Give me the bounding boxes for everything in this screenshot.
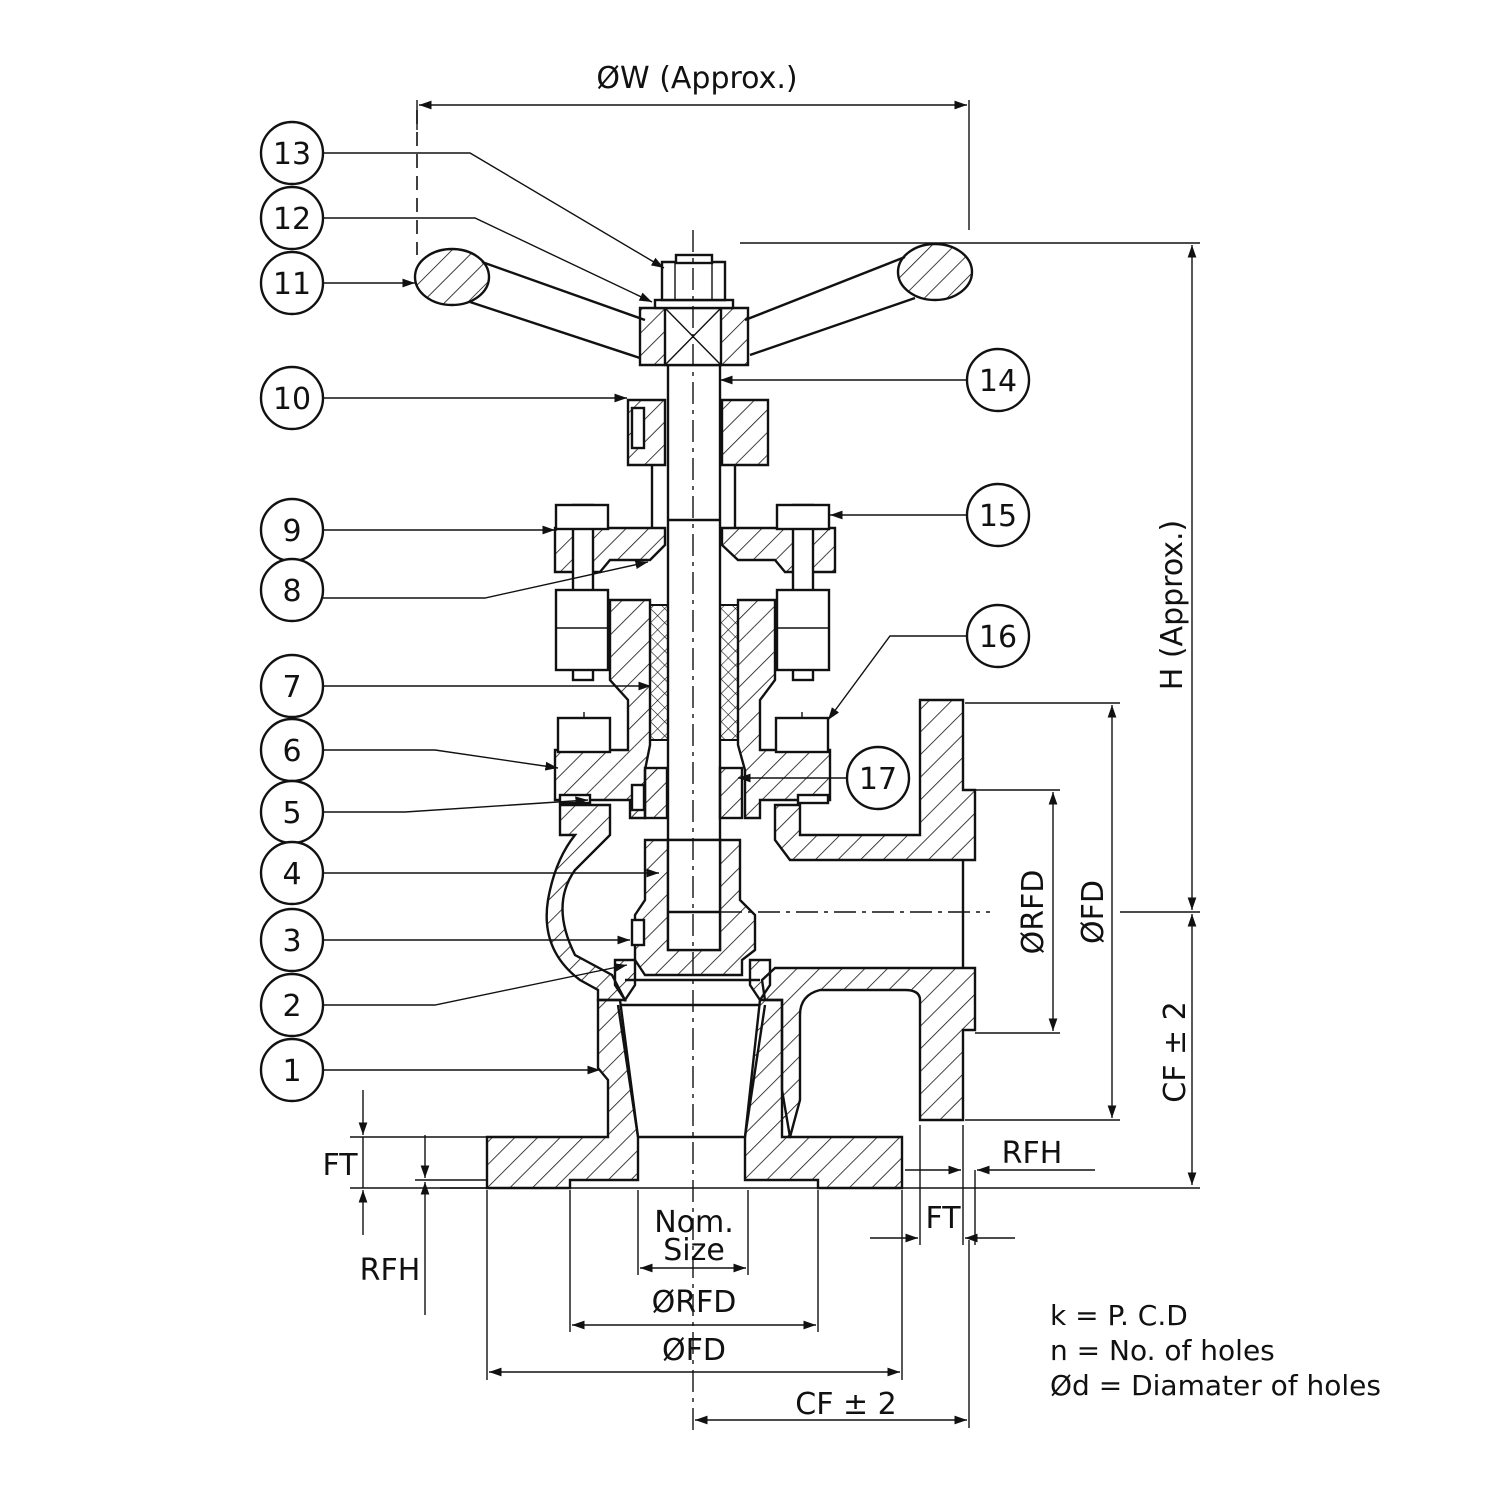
- stem: [613, 358, 772, 1003]
- legend: k = P. C.D n = No. of holes Ød = Diamate…: [1050, 1299, 1381, 1402]
- part-number-2: 2: [282, 989, 301, 1024]
- part-number-8: 8: [282, 574, 301, 609]
- callout-circle-11: [259, 250, 325, 316]
- dim-height: H (Approx.): [1155, 520, 1190, 691]
- part-number-5: 5: [282, 796, 301, 831]
- part-number-12: 12: [273, 202, 311, 237]
- dim-ft-left: FT: [322, 1148, 358, 1183]
- part-number-6: 6: [282, 734, 301, 769]
- dim-rfd-side: ØRFD: [1016, 870, 1051, 955]
- part-number-9: 9: [282, 514, 301, 549]
- dim-cf-bottom: CF ± 2: [795, 1387, 897, 1422]
- legend-line-3: Ød = Diamater of holes: [1050, 1369, 1381, 1402]
- dim-nom-size-1: Nom.: [654, 1205, 734, 1240]
- valve-body: [485, 698, 977, 1190]
- dimension-labels: ØW (Approx.) H (Approx.) ØRFD ØFD CF ± 2…: [322, 61, 1193, 1422]
- callout-circle-10: [259, 365, 325, 431]
- callout-circle-14: [965, 347, 1031, 413]
- part-number-15: 15: [979, 499, 1017, 534]
- part-number-14: 14: [979, 364, 1017, 399]
- dim-cf-side: CF ± 2: [1158, 1001, 1193, 1103]
- part-number-7: 7: [282, 670, 301, 705]
- part-number-13: 13: [273, 137, 311, 172]
- dim-nom-size-2: Size: [663, 1233, 725, 1268]
- dim-rfh-left: RFH: [360, 1253, 421, 1288]
- callout-circle-7: [259, 653, 325, 719]
- callout-circle-16: [965, 603, 1031, 669]
- handwheel: [413, 242, 974, 367]
- callout-circle-3: [259, 907, 325, 973]
- callout-circle-4: [259, 840, 325, 906]
- dim-fd-bottom: ØFD: [662, 1333, 726, 1368]
- part-number-11: 11: [273, 267, 311, 302]
- part-number-1: 1: [282, 1054, 301, 1089]
- center-lines: [416, 110, 990, 1430]
- dim-rfd-bottom: ØRFD: [652, 1285, 737, 1320]
- legend-line-2: n = No. of holes: [1050, 1334, 1275, 1367]
- callout-circle-8: [259, 557, 325, 623]
- legend-line-1: k = P. C.D: [1050, 1299, 1188, 1332]
- part-callouts: 13 12 11 10 9 8 7 6 5 4 3 2 1 14 15 16 1…: [259, 120, 1031, 1103]
- callout-circle-1: [259, 1037, 325, 1103]
- dimensions: [350, 100, 1200, 1428]
- part-number-3: 3: [282, 924, 301, 959]
- part-number-4: 4: [282, 857, 301, 892]
- callout-circle-2: [259, 972, 325, 1038]
- dim-handwheel-diameter: ØW (Approx.): [596, 61, 797, 96]
- dim-ft-right: FT: [925, 1201, 961, 1236]
- dim-rfh-right: RFH: [1002, 1136, 1063, 1171]
- callout-circle-12: [259, 185, 325, 251]
- part-number-10: 10: [273, 382, 311, 417]
- part-number-16: 16: [979, 620, 1017, 655]
- callout-circle-15: [965, 482, 1031, 548]
- dim-fd-side: ØFD: [1076, 880, 1111, 944]
- packing: [649, 604, 739, 741]
- bolts: [554, 406, 831, 947]
- callout-circle-13: [259, 120, 325, 186]
- part-number-17: 17: [859, 762, 897, 797]
- callout-circle-17: [845, 745, 911, 811]
